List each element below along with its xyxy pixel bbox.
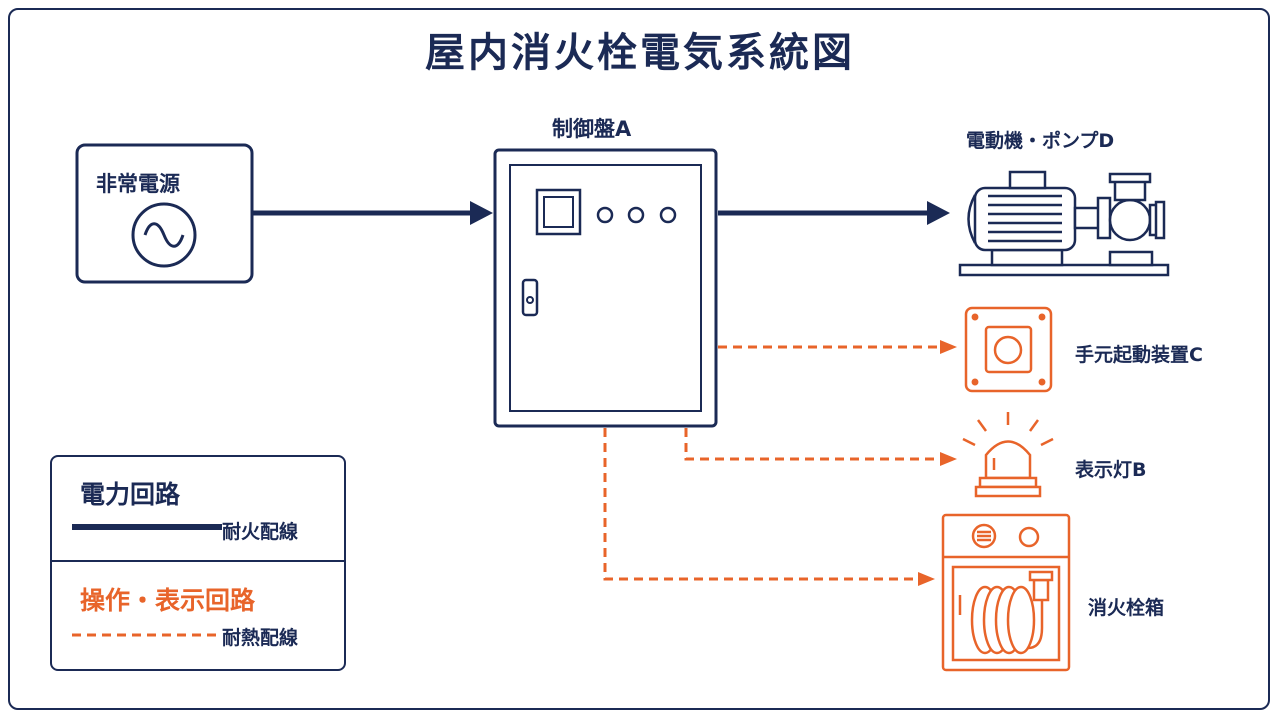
control-panel-cabinet bbox=[493, 148, 718, 428]
legend-control-heading: 操作・表示回路 bbox=[80, 586, 256, 615]
indicator-lamp-label: 表示灯B bbox=[1075, 459, 1147, 481]
legend-box: 電力回路 耐火配線 操作・表示回路 耐熱配線 bbox=[50, 455, 346, 671]
manual-start-device-icon bbox=[964, 306, 1053, 393]
manual-start-label: 手元起動装置C bbox=[1075, 344, 1203, 366]
power-line-source-to-panel bbox=[253, 201, 493, 225]
door-handle-icon bbox=[521, 278, 539, 317]
panel-lamp-icon bbox=[659, 206, 677, 224]
ac-source-icon bbox=[131, 202, 197, 268]
power-source-box bbox=[75, 143, 254, 284]
legend-heatproof-wiring-label: 耐熱配線 bbox=[222, 627, 299, 649]
legend-power-heading: 電力回路 bbox=[80, 480, 181, 509]
diagram-frame bbox=[8, 8, 1270, 710]
legend-fireproof-wiring-label: 耐火配線 bbox=[222, 521, 299, 543]
control-panel-label: 制御盤A bbox=[552, 117, 632, 141]
diagram-title: 屋内消火栓電気系統図 bbox=[425, 30, 855, 76]
legend-dashed-line-sample bbox=[72, 633, 222, 637]
legend-solid-line-sample bbox=[72, 524, 222, 530]
control-line-panel-to-manual-start bbox=[718, 340, 957, 354]
indicator-lamp-icon bbox=[962, 412, 1054, 498]
power-source-label: 非常電源 bbox=[96, 172, 180, 196]
motor-pump-label: 電動機・ポンプD bbox=[966, 130, 1115, 152]
hydrant-box-label: 消火栓箱 bbox=[1088, 597, 1165, 619]
motor-pump-icon bbox=[958, 170, 1170, 277]
panel-lamp-icon bbox=[596, 206, 614, 224]
control-line-panel-to-hydrant-box bbox=[603, 428, 935, 586]
legend-divider bbox=[52, 560, 344, 562]
panel-display-icon bbox=[535, 188, 582, 236]
power-line-panel-to-pump bbox=[718, 201, 950, 225]
panel-lamp-icon bbox=[627, 206, 645, 224]
control-line-panel-to-lamp bbox=[684, 428, 957, 466]
hydrant-box-icon bbox=[941, 513, 1071, 672]
